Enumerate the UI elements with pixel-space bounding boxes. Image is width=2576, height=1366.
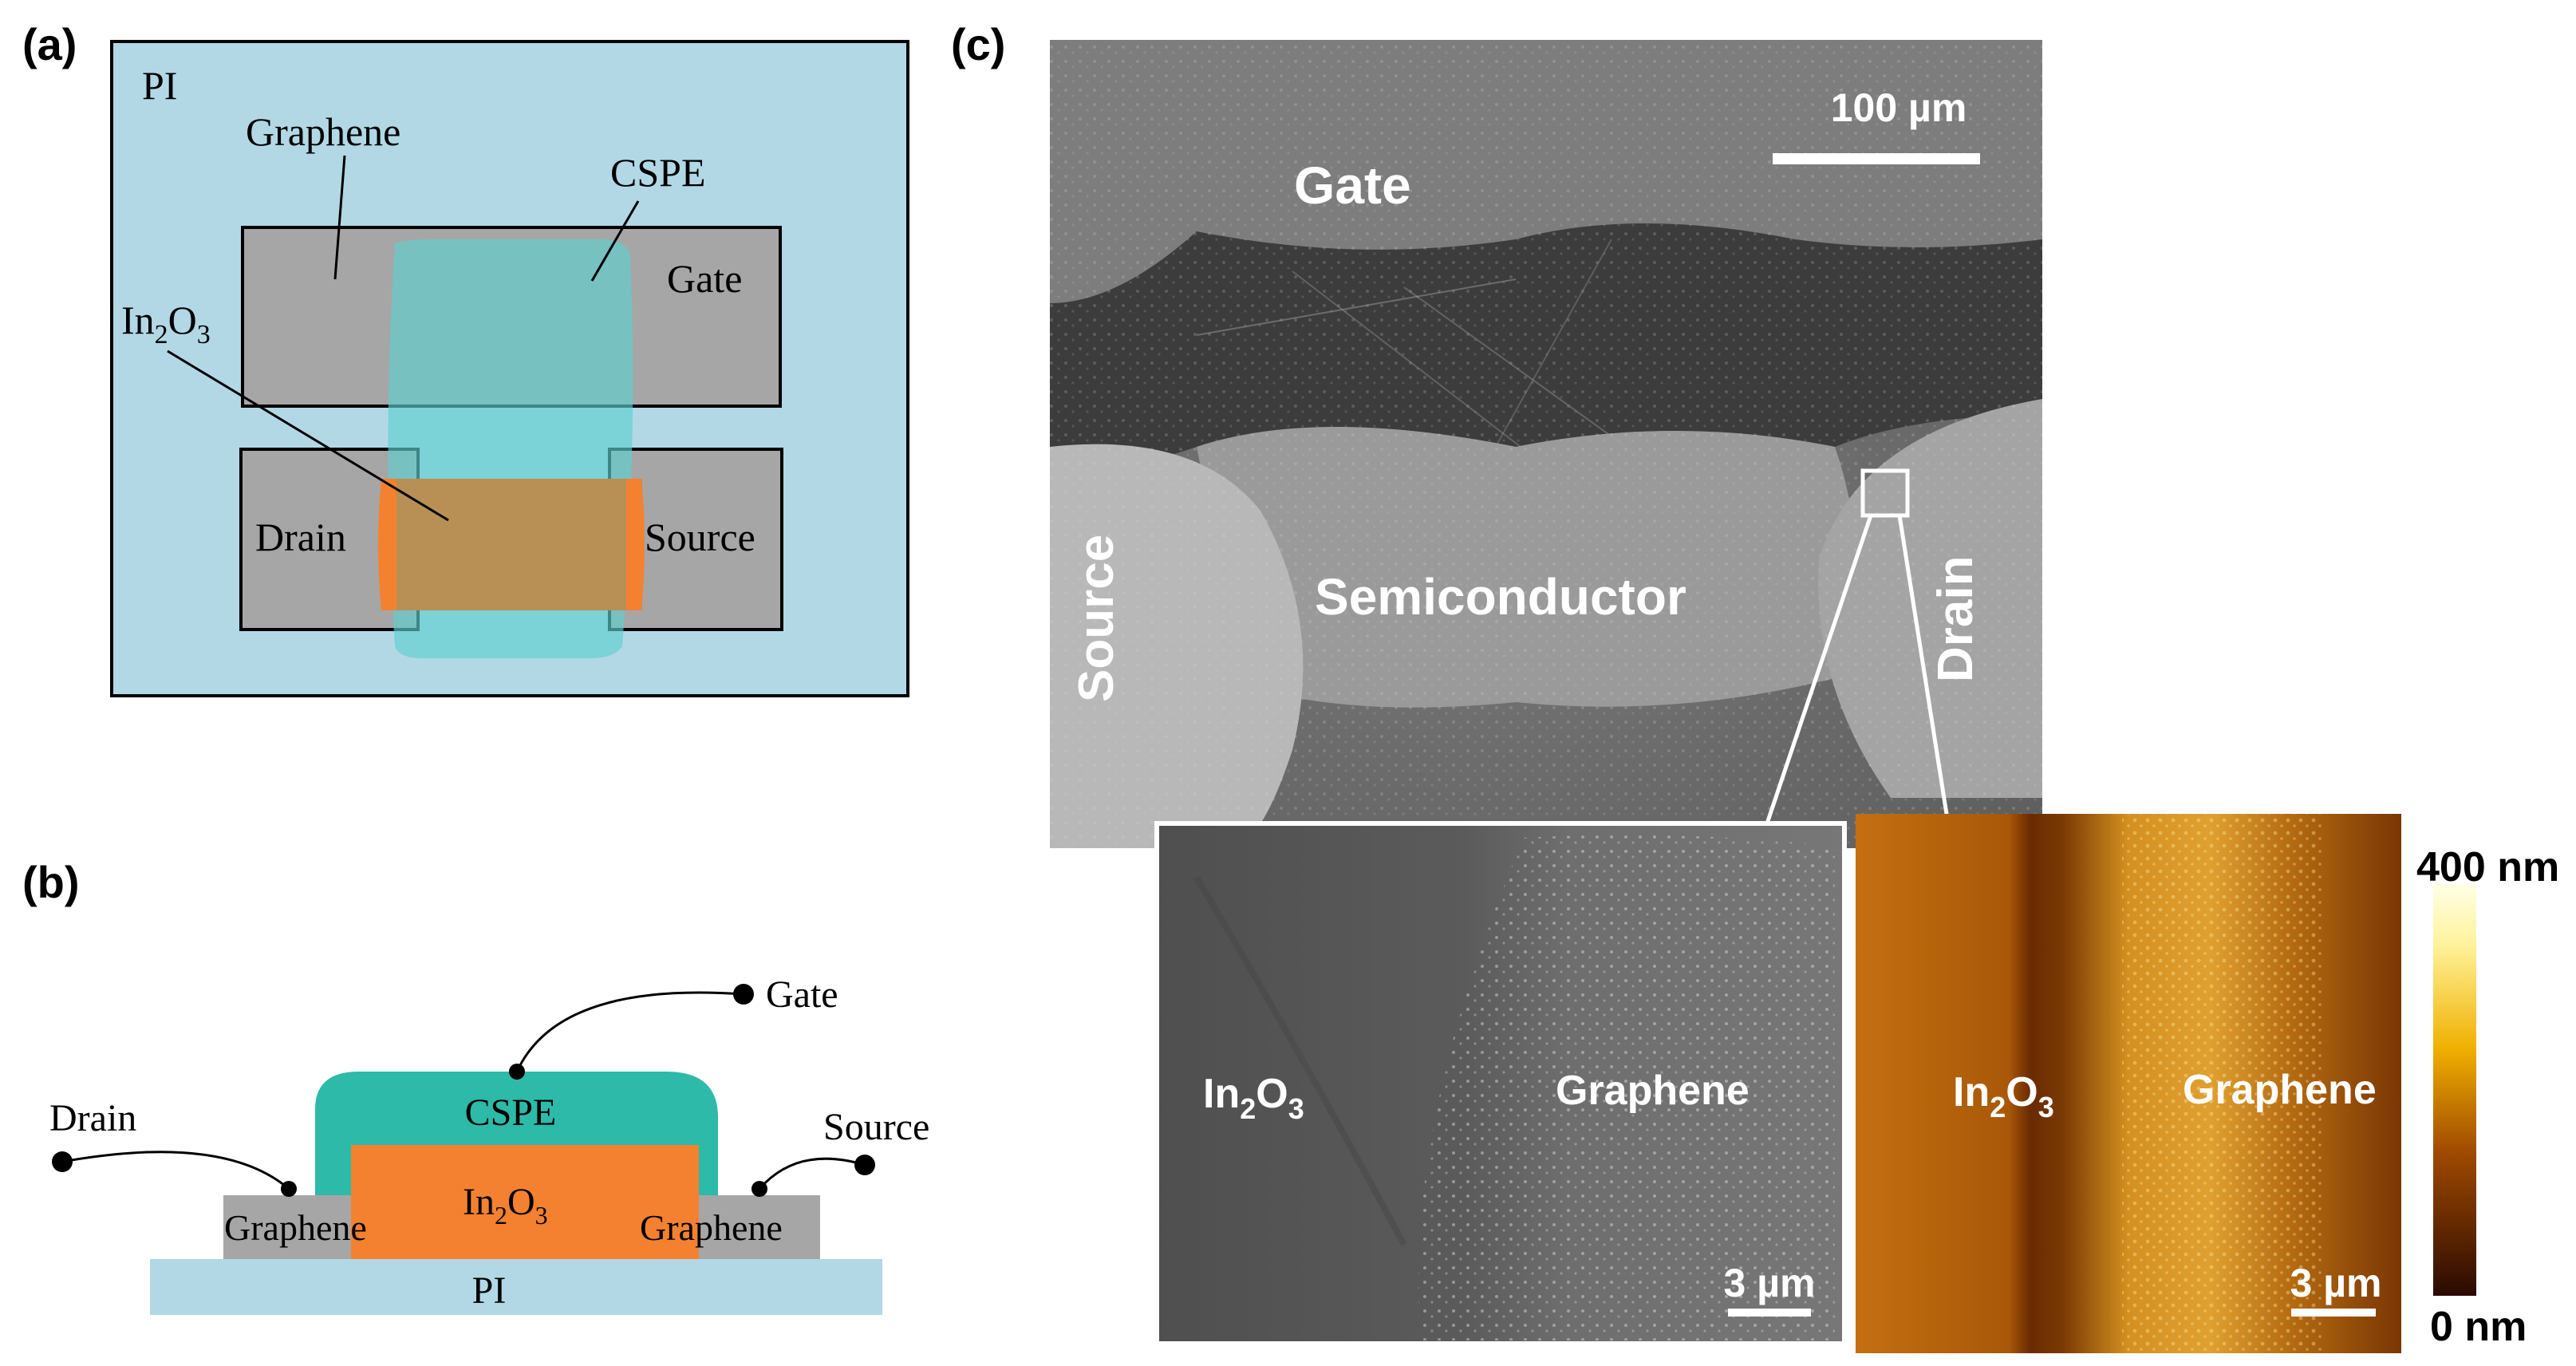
pi-cross-label: PI [472,1269,507,1312]
cspe-pointer [590,200,640,282]
graphene-label: Graphene [246,109,400,154]
drain-sem-label: Drain [1928,556,1983,682]
drain-terminal [52,1151,73,1172]
in2o3-cross [351,1145,699,1259]
in2o3-edge-right [626,479,645,610]
source-wire [758,1157,866,1190]
afm-scale-label: 3 µm [2290,1261,2382,1305]
drain-label: Drain [255,515,346,559]
colorbar-max-label: 400 nm [2416,844,2559,890]
gate-sem-label: Gate [1294,156,1411,215]
in2o3-label: In2O3 [121,298,211,349]
afm-image [1856,814,2401,1353]
colorbar-min-label: 0 nm [2430,1304,2527,1350]
panel-b-letter: (b) [22,857,80,907]
afm-scale-bar [2291,1309,2376,1317]
pi-label: PI [142,63,177,108]
drain-contact [281,1181,297,1197]
sem-zoom-image [1154,821,1847,1346]
sem-zoom-scale-bar [1728,1309,1811,1317]
graphene-left-cross-label: Graphene [224,1207,367,1248]
afm-graphene-label: Graphene [2183,1067,2377,1113]
gate-terminal [733,984,754,1005]
gate-wire [515,991,743,1072]
drain-wire [61,1151,290,1190]
source-terminal [854,1155,875,1175]
sem-overview-image [1050,40,2042,848]
zoom-box [1860,468,1910,518]
zoom-line-right [1897,515,1949,815]
zoom-line-left [1765,515,1873,824]
source-contact [751,1181,767,1197]
in2o3-cross-label: In2O3 [463,1181,548,1230]
afm-colorbar [2433,884,2476,1296]
gate-label: Gate [667,256,742,301]
scale-bar-main [1773,153,1980,164]
source-terminal-label: Source [823,1106,929,1148]
sem-zoom-scale-label: 3 µm [1724,1261,1816,1305]
semiconductor-sem-label: Semiconductor [1315,568,1686,626]
drain-terminal-label: Drain [49,1097,136,1139]
sem-graphene-label: Graphene [1556,1068,1750,1114]
source-sem-label: Source [1069,535,1124,702]
in2o3-pointer [167,349,449,522]
cspe-cross-label: CSPE [465,1092,557,1134]
afm-in2o3-label: In2O3 [1953,1069,2054,1123]
gate-contact [509,1064,525,1080]
panel-a-letter: (a) [22,19,77,69]
cspe-label: CSPE [610,150,706,195]
graphene-pointer [333,155,346,280]
pi-substrate-cross [150,1259,882,1315]
panel-b: (b) PI CSPE In2O3 Graphene Graphene Gate… [22,857,929,1315]
in2o3-edge-left [378,479,396,610]
graphene-right-cross-label: Graphene [640,1207,783,1248]
gate-terminal-label: Gate [766,973,838,1016]
sem-in2o3-label: In2O3 [1203,1071,1304,1125]
scale-bar-main-label: 100 µm [1831,85,1967,130]
panel-c: (c) 100 µm Gate Semiconductor Source Dra… [951,19,2559,1353]
panel-c-letter: (c) [951,19,1005,69]
in2o3-channel [383,479,642,610]
panel-a: (a) PI Graphene CSPE Gate In2O3 Drain So… [22,19,909,697]
source-label: Source [645,515,755,559]
